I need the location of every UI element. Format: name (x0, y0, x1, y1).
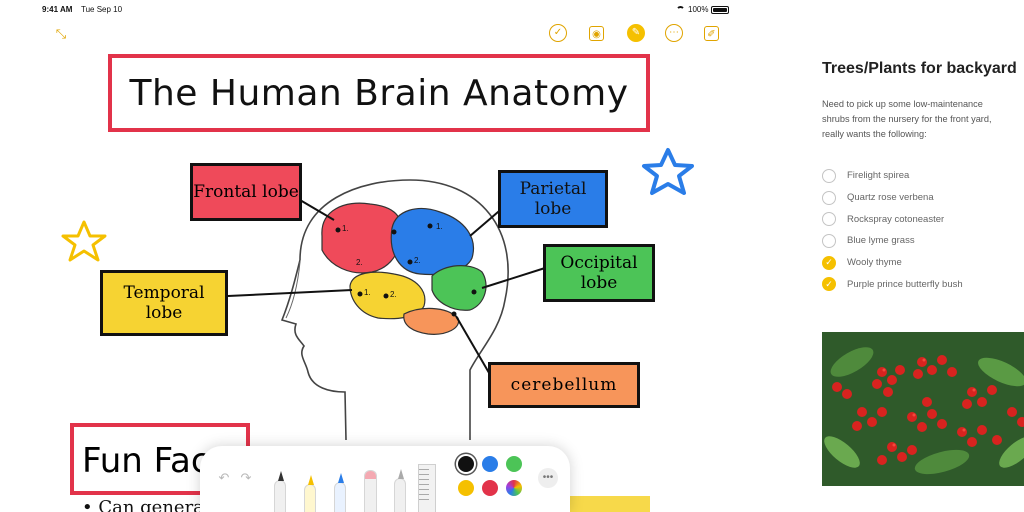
checkbox-checked-icon[interactable]: ✓ (822, 255, 836, 270)
checkbox-icon[interactable] (822, 168, 836, 183)
color-swatch-blue[interactable] (482, 456, 498, 472)
checklist-item[interactable]: ✓ Purple prince butterfly bush (822, 273, 963, 295)
brain-mark: 2. (356, 258, 363, 267)
checklist-item-label: Wooly thyme (847, 257, 902, 269)
checklist: Firelight spirea Quartz rose verbena Roc… (822, 165, 963, 295)
compose-icon[interactable]: ✐ (704, 26, 719, 41)
label-cerebellum: cerebellum (488, 362, 640, 408)
brain-mark: 1. (342, 224, 349, 233)
parietal-lobe-shape (390, 207, 474, 276)
occipital-lobe-shape (431, 265, 487, 311)
eraser-tool[interactable] (364, 470, 377, 512)
brain-mark: 1. (364, 288, 371, 297)
undo-icon[interactable]: ↶ (218, 470, 230, 485)
markup-tool-palette: ↶ ↷ ••• (200, 446, 570, 512)
pencil-tool[interactable] (334, 473, 346, 512)
color-swatch-red[interactable] (482, 480, 498, 496)
checklist-item[interactable]: Firelight spirea (822, 165, 963, 187)
side-note-pane[interactable]: Trees/Plants for backyard Need to pick u… (800, 0, 1024, 512)
side-note-body-line: Need to pick up some low-maintenance (822, 99, 983, 109)
blue-star-icon (642, 148, 694, 195)
checklist-item[interactable]: Rockspray cotoneaster (822, 208, 963, 230)
redo-icon[interactable]: ↷ (240, 470, 252, 485)
brain-mark: 2. (390, 290, 397, 299)
note-title-box: The Human Brain Anatomy (108, 54, 650, 132)
color-picker-icon[interactable] (506, 480, 522, 496)
drawing-layer (61, 148, 694, 441)
brain-mark: 2. (414, 256, 421, 265)
label-frontal-lobe: Frontal lobe (190, 163, 302, 221)
status-time: 9:41 AM (42, 5, 73, 14)
brain-mark: 1. (436, 222, 443, 231)
label-temporal-lobe: Temporal lobe (100, 270, 228, 336)
checklist-item[interactable]: Quartz rose verbena (822, 187, 963, 209)
color-swatch-green[interactable] (506, 456, 522, 472)
checklist-item[interactable]: Blue lyme grass (822, 230, 963, 252)
checklist-item-label: Quartz rose verbena (847, 192, 934, 204)
cerebellum-shape (403, 307, 460, 335)
markup-icon[interactable]: ✎ (627, 24, 645, 42)
checklist-item[interactable]: ✓ Wooly thyme (822, 252, 963, 274)
checkbox-icon[interactable] (822, 190, 836, 205)
ruler-tool[interactable] (418, 464, 436, 512)
checkbox-checked-icon[interactable]: ✓ (822, 277, 836, 292)
lasso-tool[interactable] (394, 469, 406, 512)
battery-percent: 100% (688, 5, 709, 14)
checklist-item-label: Rockspray cotoneaster (847, 213, 945, 225)
camera-icon[interactable]: ◉ (589, 26, 604, 41)
side-note-body-line: shrubs from the nursery for the front ya… (822, 114, 992, 124)
wifi-icon (676, 6, 685, 13)
label-parietal-lobe: Parietal lobe (498, 170, 608, 228)
status-bar: 9:41 AM Tue Sep 10 100% (0, 0, 760, 20)
note-canvas[interactable]: ⤡ ✓ ◉ ✎ ⋯ ✐ 1. 2. 1. 2. (0, 0, 760, 512)
collapse-icon[interactable]: ⤡ (55, 26, 67, 41)
palette-more-icon[interactable]: ••• (538, 468, 558, 488)
color-swatch-black[interactable] (458, 456, 474, 472)
side-note-title: Trees/Plants for backyard (822, 60, 1017, 77)
checkbox-icon[interactable] (822, 233, 836, 248)
yellow-star-icon (61, 220, 107, 262)
side-note-body: Need to pick up some low-maintenance shr… (822, 97, 1024, 142)
note-title: The Human Brain Anatomy (129, 72, 629, 114)
label-occipital-lobe: Occipital lobe (543, 244, 655, 302)
battery-icon (711, 5, 730, 14)
color-swatch-yellow[interactable] (458, 480, 474, 496)
side-note-body-line: really wants the following: (822, 129, 927, 139)
head-outline (280, 179, 509, 441)
checklist-item-label: Blue lyme grass (847, 235, 915, 247)
fun-fact-heading: Fun Fact (82, 441, 223, 481)
marker-tool[interactable] (304, 475, 316, 512)
pen-tool[interactable] (274, 471, 286, 512)
checkbox-icon[interactable] (822, 212, 836, 227)
more-icon[interactable]: ⋯ (665, 24, 683, 42)
shrub-photo (822, 332, 1024, 486)
checklist-icon[interactable]: ✓ (549, 24, 567, 42)
status-indicators: 100% (676, 5, 730, 14)
status-date: Tue Sep 10 (81, 5, 123, 14)
checklist-item-label: Purple prince butterfly bush (847, 278, 963, 290)
checklist-item-label: Firelight spirea (847, 170, 910, 182)
